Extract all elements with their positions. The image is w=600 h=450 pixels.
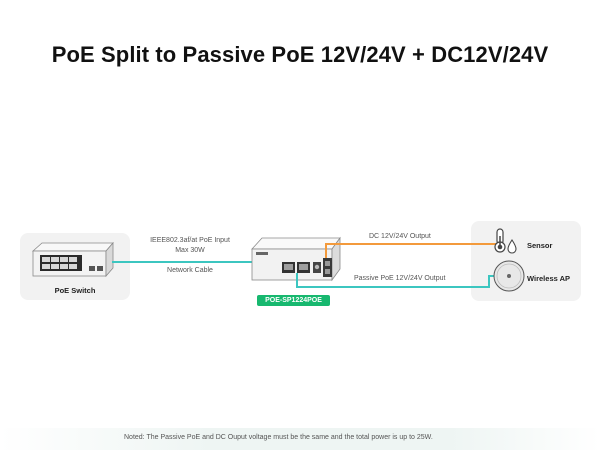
- wireless-ap-label: Wireless AP: [527, 274, 571, 283]
- passive-poe-output-label: Passive PoE 12V/24V Output: [354, 275, 446, 282]
- poe-switch-label: PoE Switch: [54, 286, 96, 295]
- sensor-label: Sensor: [527, 241, 553, 250]
- poe-switch-icon: [31, 241, 114, 278]
- input-max-power-label: Max 30W: [175, 247, 205, 254]
- note-bar: [0, 428, 600, 450]
- note-text: Noted: The Passive PoE and DC Ouput volt…: [124, 434, 433, 441]
- dc-output-cable: [325, 243, 497, 258]
- network-cable-label: Network Cable: [167, 267, 213, 274]
- sensor-icon: [494, 228, 517, 254]
- passive-poe-output-cable: [296, 273, 497, 288]
- poe-splitter-icon: [251, 236, 341, 282]
- wireless-ap-icon: [493, 260, 525, 292]
- page-title: PoE Split to Passive PoE 12V/24V + DC12V…: [51, 42, 549, 67]
- input-standard-label: IEEE802.3af/at PoE Input: [150, 237, 230, 244]
- splitter-model-badge: POE-SP1224POE: [257, 295, 330, 306]
- dc-output-label: DC 12V/24V Output: [369, 233, 431, 240]
